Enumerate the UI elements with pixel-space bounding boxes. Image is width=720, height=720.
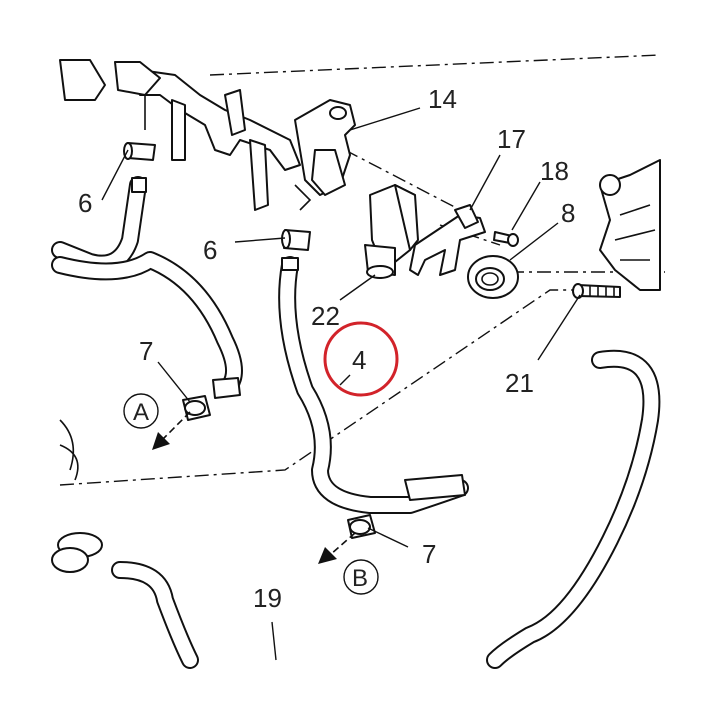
part-21-bolt — [572, 283, 621, 299]
part-18-screw — [493, 231, 519, 247]
part-6-clamp-center — [281, 229, 311, 251]
mounting-bracket — [59, 59, 301, 211]
ref-label-a: A — [133, 399, 149, 426]
right-side-assembly — [599, 159, 661, 291]
label-17: 17 — [497, 124, 526, 154]
part-7-clamp-right — [347, 514, 376, 539]
hose-6-left — [51, 176, 147, 273]
leader-lines — [101, 107, 581, 661]
part-6-clamp-left — [123, 142, 156, 161]
label-7-right: 7 — [422, 539, 436, 569]
lower-left-clamp — [51, 419, 103, 573]
part-8-grommet — [467, 255, 519, 299]
label-19: 19 — [253, 583, 282, 613]
label-6-center: 6 — [203, 235, 217, 265]
part-22-sensor — [364, 184, 419, 279]
label-22: 22 — [311, 301, 340, 331]
label-21: 21 — [505, 368, 534, 398]
ref-label-b: B — [352, 565, 368, 592]
highlight-circle — [323, 321, 399, 397]
label-4: 4 — [352, 345, 366, 375]
direction-arrow-a — [152, 411, 191, 450]
ref-circle-a — [123, 393, 159, 429]
label-8: 8 — [561, 198, 575, 228]
hose-fittings — [131, 177, 466, 501]
part-7-clamp-left — [182, 395, 211, 421]
label-7-left: 7 — [139, 336, 153, 366]
label-6-left: 6 — [78, 188, 92, 218]
part-17-clip — [409, 204, 486, 276]
ref-circle-b — [343, 559, 379, 595]
hose-4 — [278, 256, 469, 514]
hose-left-lower — [51, 251, 243, 394]
direction-arrow-b — [318, 532, 356, 564]
label-14: 14 — [428, 84, 457, 114]
label-18: 18 — [540, 156, 569, 186]
part-14-housing — [294, 99, 356, 211]
hose-right — [486, 349, 661, 669]
hose-19 — [111, 561, 199, 669]
